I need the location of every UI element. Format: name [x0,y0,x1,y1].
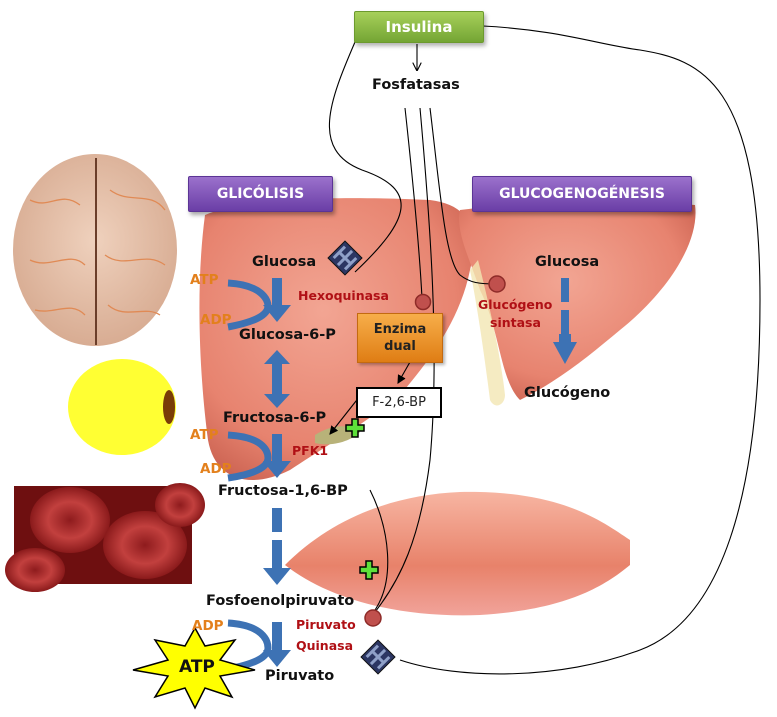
glicolisis-header-label: GLICÓLISIS [216,186,305,202]
metabolite-fructosa-6-p: Fructosa-6-P [223,410,327,426]
enzyme-piruvato-quinasa-line1: Piruvato [296,617,356,632]
enzima-dual-line2: dual [384,339,416,354]
cofactor-atp-2: ATP [190,427,219,443]
enzyme-piruvato-quinasa-line2: Quinasa [296,638,354,653]
glicolisis-header: GLICÓLISIS [188,176,333,212]
cofactor-arcs [227,279,272,673]
red-blood-cells-illustration [5,483,205,592]
enzyme-hexoquinasa: Hexoquinasa [298,288,389,303]
f26bp-label: F-2,6-BP [372,395,426,410]
metabolite-piruvato: Piruvato [265,668,335,684]
atp-burst-shape [132,626,256,710]
enzyme-glucogeno-sintasa-line2: sintasa [490,315,541,330]
muscle-illustration [285,491,630,616]
glucogenogenesis-header-label: GLUCOGENOGÉNESIS [499,186,665,202]
cofactor-adp-2: ADP [200,461,232,477]
metabolite-glucosa-6-p: Glucosa-6-P [239,327,336,343]
insulina-label: Insulina [385,18,453,36]
cofactor-adp-1: ADP [200,312,232,328]
glycogenesis-glucosa: Glucosa [535,254,600,270]
brain-illustration [13,154,177,346]
fosfatasas-label: Fosfatasas [372,77,460,93]
regulation-connectors [328,25,761,675]
metabolite-glucosa: Glucosa [252,254,317,270]
metabolite-fosfoenolpiruvato: Fosfoenolpiruvato [206,593,355,609]
glucogenogenesis-header: GLUCOGENOGÉNESIS [472,176,692,212]
atp-burst-label: ATP [179,657,215,677]
insulin-receptor-icons [327,240,396,675]
insulina-box: Insulina [354,11,484,43]
activator-plus-icons [345,418,379,580]
enzyme-glucogeno-sintasa-line1: Glucógeno [478,297,553,312]
glycogenesis-glucogeno: Glucógeno [524,385,611,401]
liver-illustration [199,198,696,480]
enzima-dual-line1: Enzima [373,322,427,337]
metabolite-fructosa-1-6-bp: Fructosa-1,6-BP [218,483,348,499]
enzima-dual-box: Enzima dual [357,313,443,363]
inhibition-markers [364,275,506,627]
cofactor-atp-1: ATP [190,272,219,288]
adipocyte-illustration [68,359,176,455]
cofactor-adp-3: ADP [192,618,224,634]
enzyme-pfk1: PFK1 [292,443,329,458]
pathway-arrows [263,278,577,667]
f26bp-box: F-2,6-BP [356,387,442,418]
